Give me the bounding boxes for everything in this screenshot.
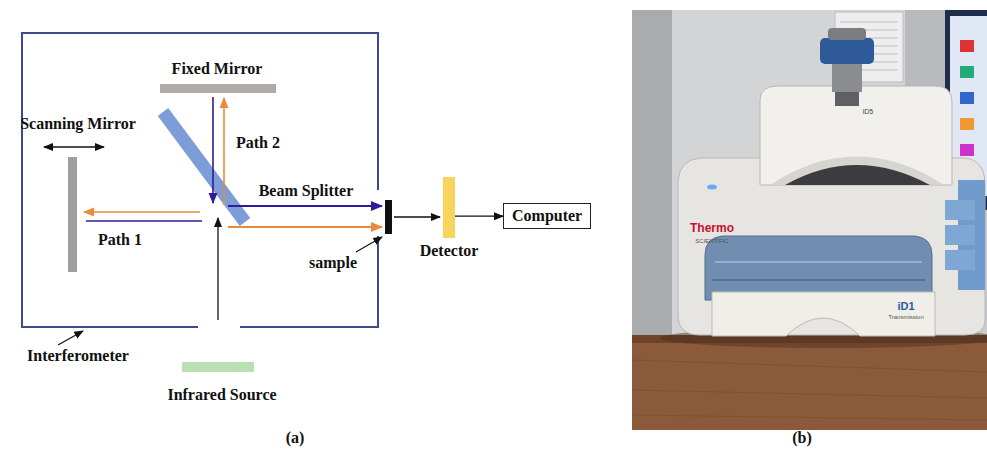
brand-text: Thermo bbox=[690, 222, 734, 236]
model-text: iD5 bbox=[863, 108, 874, 116]
beam-path bbox=[228, 226, 382, 228]
path-label: Path 1 bbox=[98, 231, 142, 249]
part-label: Fixed Mirror bbox=[172, 60, 263, 78]
model-text: iD1 bbox=[897, 300, 914, 313]
interferometer-frame bbox=[22, 33, 378, 327]
panel-letter: (a) bbox=[286, 429, 305, 447]
infrared-source bbox=[182, 362, 254, 372]
leader-line bbox=[356, 237, 382, 252]
source-beam bbox=[217, 218, 218, 320]
leader-line bbox=[58, 331, 83, 345]
beam-path bbox=[223, 98, 225, 205]
part-label: Scanning Mirror bbox=[20, 115, 136, 133]
node-text: Detector bbox=[420, 242, 479, 260]
signal-arrow bbox=[455, 216, 503, 217]
scanning-mirror bbox=[68, 157, 77, 272]
scan-arrow bbox=[44, 146, 104, 147]
panel-letter: (b) bbox=[792, 429, 812, 447]
instrument-photo bbox=[632, 10, 987, 430]
signal-arrow bbox=[394, 216, 440, 217]
output-box: Computer bbox=[503, 203, 591, 229]
fixed-mirror bbox=[160, 84, 276, 93]
sample-cell bbox=[385, 200, 392, 234]
part-label: Interferometer bbox=[27, 347, 129, 365]
brand-text: SCIENTIFIC bbox=[695, 238, 728, 245]
part-label: sample bbox=[309, 254, 357, 272]
beam-path bbox=[86, 220, 202, 222]
beam-path bbox=[228, 205, 382, 207]
path-label: Path 2 bbox=[236, 134, 280, 152]
beam-path bbox=[84, 211, 200, 213]
node-text: Computer bbox=[512, 207, 582, 225]
part-label: Beam Splitter bbox=[259, 182, 354, 200]
part-label: Infrared Source bbox=[167, 386, 276, 404]
model-text: Transmission bbox=[888, 314, 923, 321]
beam-path bbox=[212, 97, 214, 203]
detector-bar: Detector bbox=[443, 177, 455, 238]
